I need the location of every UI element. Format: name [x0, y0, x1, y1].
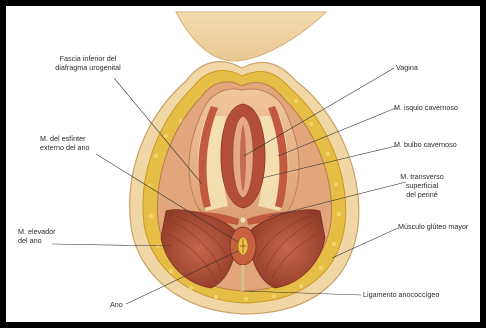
label-transverso: M. transverso superficial del periné	[392, 172, 452, 199]
perineal-body	[240, 217, 246, 223]
thigh-skin	[176, 12, 326, 61]
label-bulbo: M. bulbo cavernoso	[394, 140, 457, 149]
label-transverso-line2: superficial	[392, 181, 452, 190]
label-esfinter-line2: externo del ano	[40, 143, 90, 152]
label-elevador: M. elevador del ano	[18, 227, 56, 245]
label-ano: Ano	[110, 300, 123, 309]
label-fascia: Fascia inferior del diafragma urogenital	[38, 54, 138, 72]
label-vagina: Vagina	[396, 63, 418, 72]
anatomy-figure: Fascia inferior del diafragma urogenital…	[6, 6, 480, 322]
label-gluteo: Músculo glúteo mayor	[398, 222, 468, 231]
label-esfinter: M. del esfínter externo del ano	[40, 134, 90, 152]
label-esfinter-line1: M. del esfínter	[40, 134, 90, 143]
label-fascia-line1: Fascia inferior del	[38, 54, 138, 63]
label-transverso-line1: M. transverso	[392, 172, 452, 181]
label-transverso-line3: del periné	[392, 190, 452, 199]
label-elevador-line2: del ano	[18, 236, 56, 245]
label-ligamento: Ligamento anococcígeo	[363, 290, 439, 299]
label-fascia-line2: diafragma urogenital	[38, 63, 138, 72]
label-elevador-line1: M. elevador	[18, 227, 56, 236]
label-isquio: M. isquio cavernoso	[394, 103, 458, 112]
